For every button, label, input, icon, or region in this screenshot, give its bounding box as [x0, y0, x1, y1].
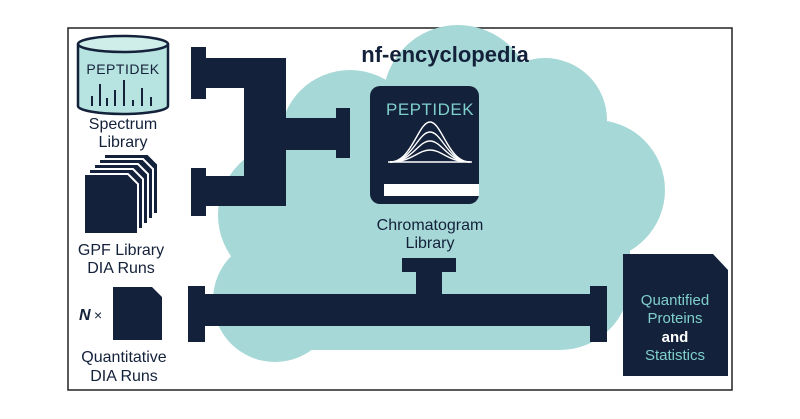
chromatogram-library-label-2: Library	[406, 235, 455, 252]
run-multiplier-n: N	[79, 307, 91, 324]
chromatogram-library-brand: PEPTIDEK	[386, 100, 474, 119]
chromatogram-library-label-1: Chromatogram	[377, 217, 484, 234]
gpf-library-label-2: DIA Runs	[87, 260, 155, 277]
spectrum-library-label-2: Library	[99, 134, 148, 151]
output-label-1: Quantified	[641, 292, 709, 309]
lower-pipe-assembly	[188, 258, 607, 342]
spectrum-peaks-icon	[91, 80, 152, 106]
gpf-library-label-1: GPF Library	[78, 242, 164, 259]
output-label-4: Statistics	[645, 347, 705, 364]
quantitative-run-page-icon	[113, 287, 162, 340]
spectrum-library-icon: PEPTIDEK	[76, 34, 170, 116]
gpf-runs-stack-icon	[83, 153, 159, 235]
chromatogram-peaks-icon	[388, 121, 472, 163]
diagram-title: nf-encyclopedia	[361, 42, 529, 67]
upper-pipe-assembly	[191, 47, 350, 216]
spectrum-library-label-1: Spectrum	[89, 116, 157, 133]
quantitative-runs-label-2: DIA Runs	[90, 368, 158, 385]
output-document-icon	[623, 254, 728, 376]
output-label-3: and	[662, 329, 689, 346]
chromatogram-library-book-icon: PEPTIDEK	[370, 86, 479, 204]
run-multiplier-x: ×	[94, 307, 102, 323]
quantitative-runs-label-1: Quantitative	[81, 349, 166, 366]
spectrum-library-brand: PEPTIDEK	[86, 61, 159, 77]
output-label-2: Proteins	[647, 310, 702, 327]
